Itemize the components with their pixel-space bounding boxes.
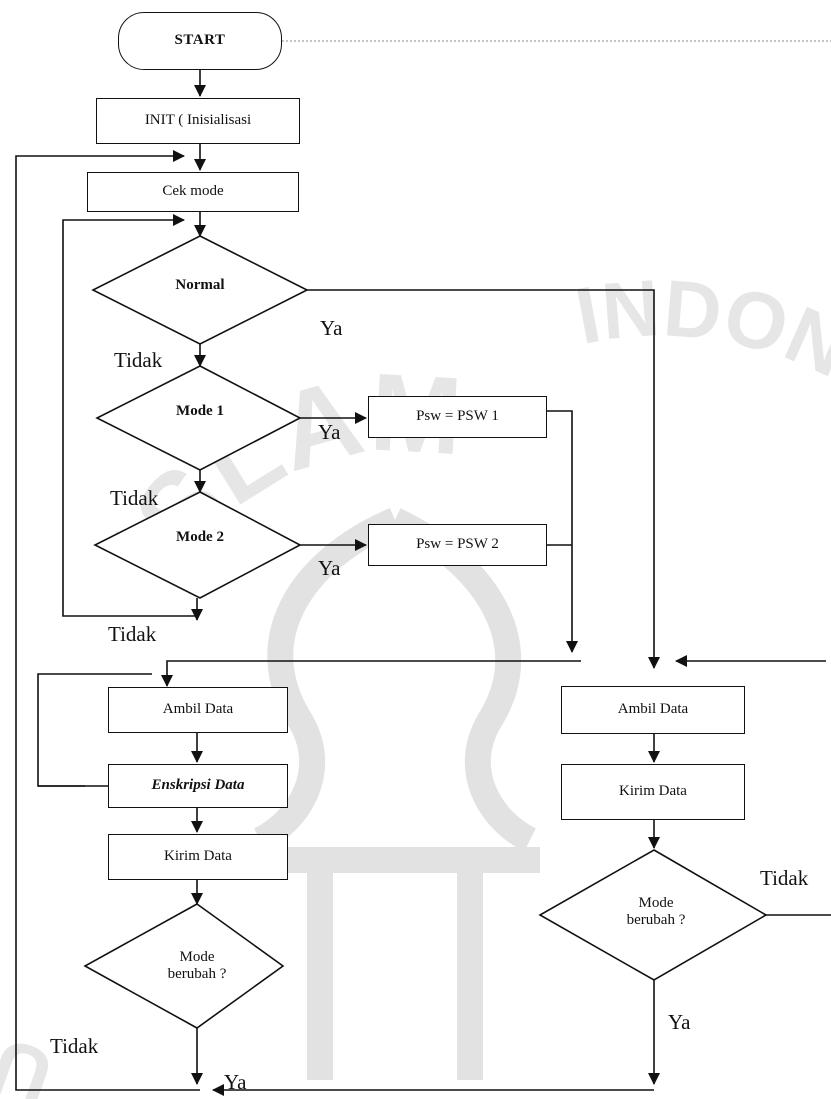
left-ambil-label: Ambil Data xyxy=(162,701,234,718)
normal-decision: Normal xyxy=(140,272,260,300)
left-enkripsi-label: Enskripsi Data xyxy=(151,777,245,794)
left-tidak-label: Tidak xyxy=(50,1034,99,1058)
right-mode-line1: Mode xyxy=(638,894,674,911)
cek-mode-label: Cek mode xyxy=(162,183,224,200)
left-kirim-label: Kirim Data xyxy=(164,848,232,865)
start-terminal: START xyxy=(118,12,282,70)
mode1-tidak-label: Tidak xyxy=(110,486,159,510)
init-box: INIT ( Inisialisasi xyxy=(96,98,300,144)
psw2-box: Psw = PSW 2 xyxy=(368,524,547,566)
cek-mode-box: Cek mode xyxy=(87,172,299,212)
edge-merge-left xyxy=(161,660,581,687)
start-label: START xyxy=(174,32,226,49)
normal-label: Normal xyxy=(175,277,225,294)
right-mode-line2: berubah ? xyxy=(626,912,686,928)
left-mode-line2: berubah ? xyxy=(167,966,227,982)
right-kirim-label: Kirim Data xyxy=(619,783,687,800)
mode2-ya-label: Ya xyxy=(318,556,341,580)
normal-ya-label: Ya xyxy=(320,316,343,340)
normal-tidak-label: Tidak xyxy=(114,348,163,372)
right-ambil-label: Ambil Data xyxy=(617,701,689,718)
edge-outer-loop xyxy=(15,150,200,1091)
mode1-label: Mode 1 xyxy=(176,403,224,420)
right-ya-label: Ya xyxy=(668,1010,691,1034)
mode1-ya-label: Ya xyxy=(318,420,341,444)
mode2-decision: Mode 2 xyxy=(140,524,260,552)
left-ya-label: Ya xyxy=(224,1070,247,1094)
left-mode-line1: Mode xyxy=(179,948,215,965)
decision-mode2-shape xyxy=(93,491,302,599)
left-kirim-box: Kirim Data xyxy=(108,834,288,880)
psw1-box: Psw = PSW 1 xyxy=(368,396,547,438)
right-kirim-box: Kirim Data xyxy=(561,764,745,820)
mode2-tidak-label: Tidak xyxy=(108,622,157,646)
right-tidak-label: Tidak xyxy=(760,866,809,890)
left-ambil-box: Ambil Data xyxy=(108,687,288,733)
right-mode-decision: Mode berubah ? xyxy=(596,890,716,934)
mode1-decision: Mode 1 xyxy=(140,398,260,426)
init-label: INIT ( Inisialisasi xyxy=(144,112,252,129)
left-enkripsi-box: Enskripsi Data xyxy=(108,764,288,808)
left-mode-decision: Mode berubah ? xyxy=(137,944,257,988)
edge-psw1-merge xyxy=(547,410,578,653)
edge-normal-ya xyxy=(307,289,660,669)
edge-inner-loop xyxy=(62,214,197,617)
mode2-label: Mode 2 xyxy=(176,529,224,546)
psw2-label: Psw = PSW 2 xyxy=(416,536,499,553)
psw1-label: Psw = PSW 1 xyxy=(416,408,499,425)
right-ambil-box: Ambil Data xyxy=(561,686,745,734)
